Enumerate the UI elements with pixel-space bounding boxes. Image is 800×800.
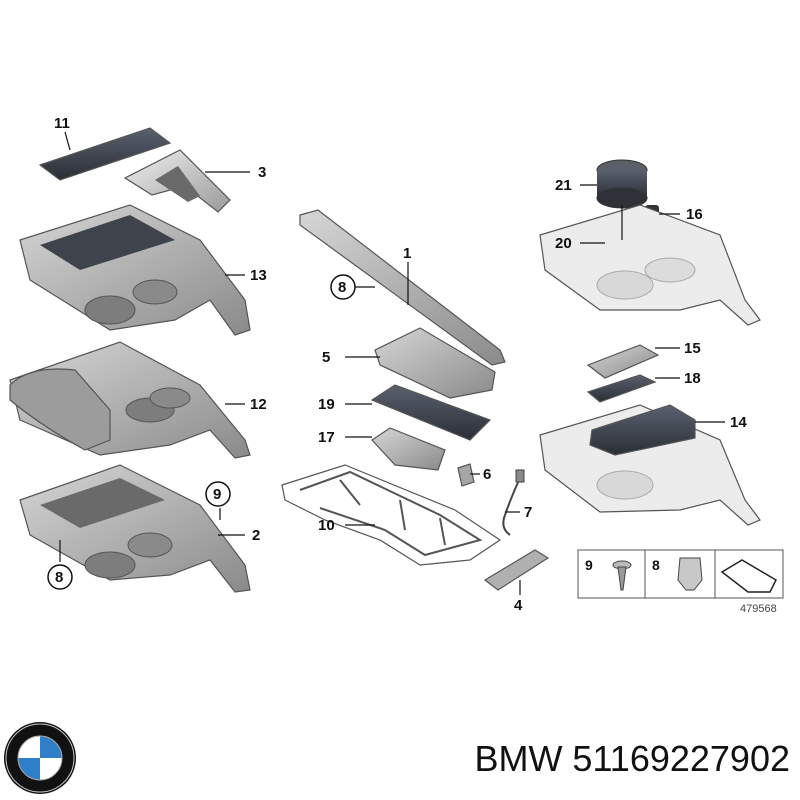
part-5-tray	[374, 327, 496, 399]
clip-icon	[677, 557, 703, 591]
callout-1: 1	[403, 245, 411, 262]
circled-callouts: 8 9 8	[47, 274, 356, 590]
part-13-console	[19, 204, 251, 336]
part-3-trim	[123, 149, 231, 213]
callout-6: 6	[483, 466, 491, 483]
part-11-mat	[38, 127, 172, 181]
part-18-mat	[586, 374, 657, 403]
callout-17: 17	[318, 429, 335, 446]
part-17-box	[371, 427, 446, 471]
console-upper-right	[539, 204, 761, 326]
circled-callout-8-top: 8	[338, 279, 346, 296]
callout-20: 20	[555, 235, 572, 252]
console-lower-right	[539, 404, 761, 526]
circled-callout-9: 9	[213, 486, 221, 503]
callout-21: 21	[555, 177, 572, 194]
brand-name: BMW	[474, 738, 563, 779]
part-4-bracket	[483, 549, 550, 591]
part-7-cable	[502, 469, 525, 536]
part-10-frame	[281, 464, 502, 566]
callout-16: 16	[686, 206, 703, 223]
arrow-note-icon	[720, 559, 777, 593]
callout-15: 15	[684, 340, 701, 357]
callout-2: 2	[252, 527, 260, 544]
part-19-mat	[370, 384, 492, 441]
callout-11: 11	[54, 115, 70, 132]
callout-13: 13	[250, 267, 267, 284]
screw-icon	[612, 560, 632, 591]
legend-item-8: 8	[652, 557, 660, 573]
callout-14: 14	[730, 414, 747, 431]
circled-callout-8-bottom: 8	[55, 569, 63, 586]
legend-item-9: 9	[585, 557, 593, 573]
bmw-logo	[4, 722, 76, 794]
part-6-clip	[457, 463, 475, 487]
callout-7: 7	[524, 504, 532, 521]
fastener-legend: 9 8	[577, 549, 784, 599]
callout-3: 3	[258, 164, 266, 181]
part-15-insert	[586, 344, 660, 379]
callout-4: 4	[514, 597, 523, 614]
callout-10: 10	[318, 517, 335, 534]
part-callouts: 11 3 13 12 2 1 5 19 17 6 7 10 4 21 16 20…	[54, 115, 747, 614]
callout-12: 12	[250, 396, 267, 413]
callout-19: 19	[318, 396, 335, 413]
callout-18: 18	[684, 370, 701, 387]
part-12-console	[9, 341, 251, 459]
callout-5: 5	[322, 349, 330, 366]
diagram-number: 479568	[740, 603, 777, 615]
part-2-console	[19, 464, 251, 593]
leader-lines	[59, 131, 725, 595]
part-1-rail	[299, 209, 506, 366]
part-21-cup-insert	[596, 159, 648, 209]
part-number: 51169227902	[572, 738, 790, 779]
